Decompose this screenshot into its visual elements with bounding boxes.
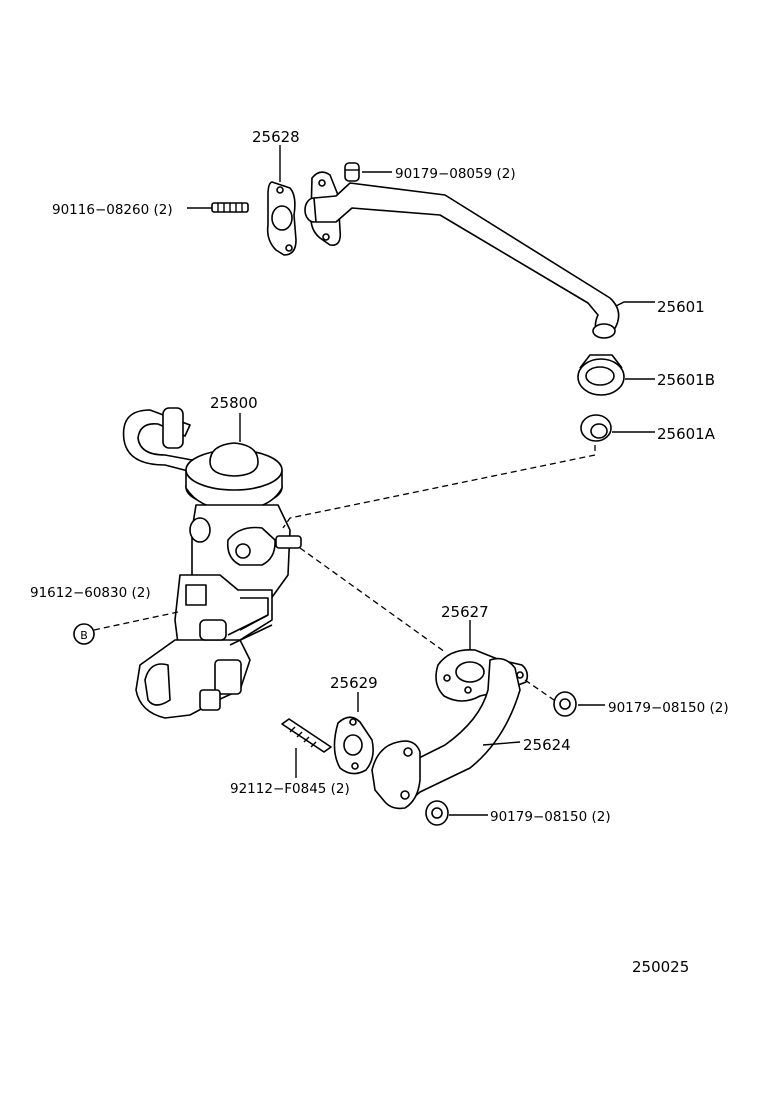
assembly-dashed-lines: [93, 445, 596, 701]
label-91612-60830: 91612−60830 (2): [30, 585, 151, 601]
gasket-icon: [266, 181, 297, 256]
bolt-marker-letter: B: [80, 629, 88, 642]
flange-nut-icon: [344, 162, 360, 182]
label-92112-F0845: 92112−F0845 (2): [230, 781, 350, 797]
egr-pipe-icon: [304, 171, 620, 339]
seal-ring-icon: [580, 414, 612, 442]
label-25601: 25601: [657, 298, 705, 316]
grommet-icon: [577, 354, 625, 396]
label-90179-08059: 90179−08059 (2): [395, 166, 516, 182]
stud-bolt-icon: [211, 202, 249, 213]
label-25624: 25624: [523, 736, 571, 754]
label-90179-08150-b: 90179−08150 (2): [490, 809, 611, 825]
leader-lines: [187, 145, 655, 816]
stud-bolt-icon: [281, 718, 332, 753]
egr-valve-icon: [122, 407, 302, 719]
egr-pipe-icon: [371, 657, 521, 810]
label-25601A: 25601A: [657, 425, 716, 443]
bolt-marker-icon: B: [73, 623, 95, 645]
diagram-code: 250025: [632, 958, 689, 976]
label-25628: 25628: [252, 128, 300, 146]
label-25800: 25800: [210, 394, 258, 412]
label-25627: 25627: [441, 603, 489, 621]
label-25601B: 25601B: [657, 371, 715, 389]
flange-nut-icon: [425, 800, 449, 826]
label-25629: 25629: [330, 674, 378, 692]
label-90116-08260: 90116−08260 (2): [52, 202, 173, 218]
label-90179-08150-a: 90179−08150 (2): [608, 700, 729, 716]
flange-nut-icon: [553, 691, 577, 717]
gasket-icon: [333, 716, 374, 775]
